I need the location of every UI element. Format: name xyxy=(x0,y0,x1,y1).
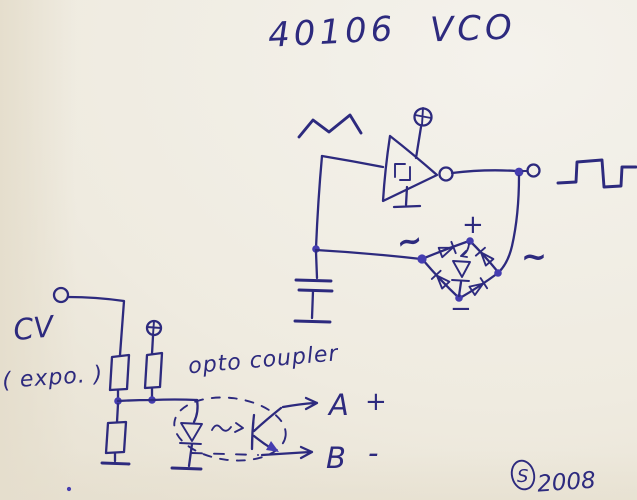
resistor-icon xyxy=(104,420,128,455)
capacitor-stem-top xyxy=(314,250,319,280)
opto-coupler-label: opto coupler xyxy=(187,341,340,379)
node-dot xyxy=(494,269,502,277)
power-plus xyxy=(414,107,432,126)
triangle-wave-icon xyxy=(297,113,363,139)
led-hook xyxy=(460,243,470,258)
wire-feedback-down xyxy=(314,154,324,250)
led-icon xyxy=(179,422,203,468)
ground-icon xyxy=(170,466,203,471)
monogram-circle xyxy=(510,459,536,491)
bridge-plus-label: + xyxy=(462,210,484,240)
capacitor-plate-top xyxy=(294,278,333,283)
bridge-edge xyxy=(421,258,461,300)
power-stem xyxy=(150,334,155,356)
emitter-arrowhead xyxy=(266,441,279,452)
led-triangle xyxy=(452,260,471,278)
output-b-sign: - xyxy=(368,436,378,470)
led-bar xyxy=(179,442,202,445)
capacitor-icon xyxy=(294,250,334,320)
power-terminal-icon xyxy=(413,107,433,160)
node-dot xyxy=(417,254,427,264)
transistor-collector xyxy=(252,406,283,433)
ground-icon xyxy=(392,185,422,209)
output-a-sign: + xyxy=(365,387,387,417)
resistor-icon xyxy=(108,353,131,392)
transistor-base xyxy=(250,413,256,451)
wire-input xyxy=(320,154,385,169)
led-icon xyxy=(451,243,471,298)
expo-label: ( expo. ) xyxy=(1,362,104,394)
cv-terminal-icon xyxy=(52,286,70,304)
capacitor-plate-bottom xyxy=(297,288,334,293)
wire-cv xyxy=(66,295,126,357)
power-stem xyxy=(414,125,423,160)
arrow-a-plus xyxy=(281,396,319,411)
bridge-edge xyxy=(458,271,500,300)
optocoupler-enclosure xyxy=(173,396,287,462)
phototransistor-icon xyxy=(250,406,283,452)
wire-to-bridge-left xyxy=(314,248,423,261)
output-a-label: A xyxy=(327,388,349,422)
hysteresis-icon xyxy=(394,163,411,181)
led-bar xyxy=(451,279,470,282)
led-stem xyxy=(187,442,194,468)
led-triangle xyxy=(180,422,203,442)
power-plus xyxy=(146,320,162,336)
node-dot xyxy=(514,167,524,177)
monogram-initial: S xyxy=(517,466,528,487)
signature-year: 2008 xyxy=(536,468,596,498)
cv-label: CV xyxy=(12,309,58,347)
diode-icon xyxy=(437,240,457,259)
diode-icon xyxy=(474,246,495,267)
square-wave-icon xyxy=(556,158,637,189)
ac-left-label: ~ xyxy=(394,222,426,262)
led-stem xyxy=(457,280,463,298)
ground-icon xyxy=(293,319,332,324)
wire-to-led xyxy=(192,398,199,424)
title-circuit-name: VCO xyxy=(429,7,516,50)
output-b-label: B xyxy=(326,441,346,475)
power-terminal-icon xyxy=(145,319,163,356)
diode-icon xyxy=(430,269,451,290)
output-terminal-icon xyxy=(526,163,541,178)
arrow-b-minus xyxy=(260,445,314,460)
wire-stub xyxy=(115,402,120,424)
inverter-bubble xyxy=(438,166,454,182)
ink-layer: 40106 VCO xyxy=(1,7,637,498)
page-title: 40106 VCO xyxy=(267,7,516,55)
optocoupler-section: opto coupler A + B - xyxy=(170,341,387,475)
bridge-rectifier-icon: + − ~ ~ xyxy=(394,210,547,324)
resistor-icon xyxy=(143,351,164,390)
node-dot xyxy=(466,237,474,245)
wire-output xyxy=(450,169,518,175)
wire-summing xyxy=(116,398,199,403)
signature: S 2008 xyxy=(510,459,597,498)
wire-output-to-bridge xyxy=(497,174,521,274)
dashed-wire-b xyxy=(191,452,259,456)
title-chip-number: 40106 xyxy=(267,9,397,56)
cv-input-section: CV ( expo. ) xyxy=(1,286,199,466)
diode-icon xyxy=(468,277,489,296)
ground-icon xyxy=(100,461,131,466)
light-arrow-icon xyxy=(211,422,244,433)
capacitor-stem-bottom xyxy=(310,289,315,320)
bridge-minus-label: − xyxy=(450,294,472,324)
node-dot xyxy=(455,294,463,302)
ink-dot xyxy=(66,486,72,492)
ac-right-label: ~ xyxy=(521,239,547,275)
bridge-edge xyxy=(468,239,500,274)
